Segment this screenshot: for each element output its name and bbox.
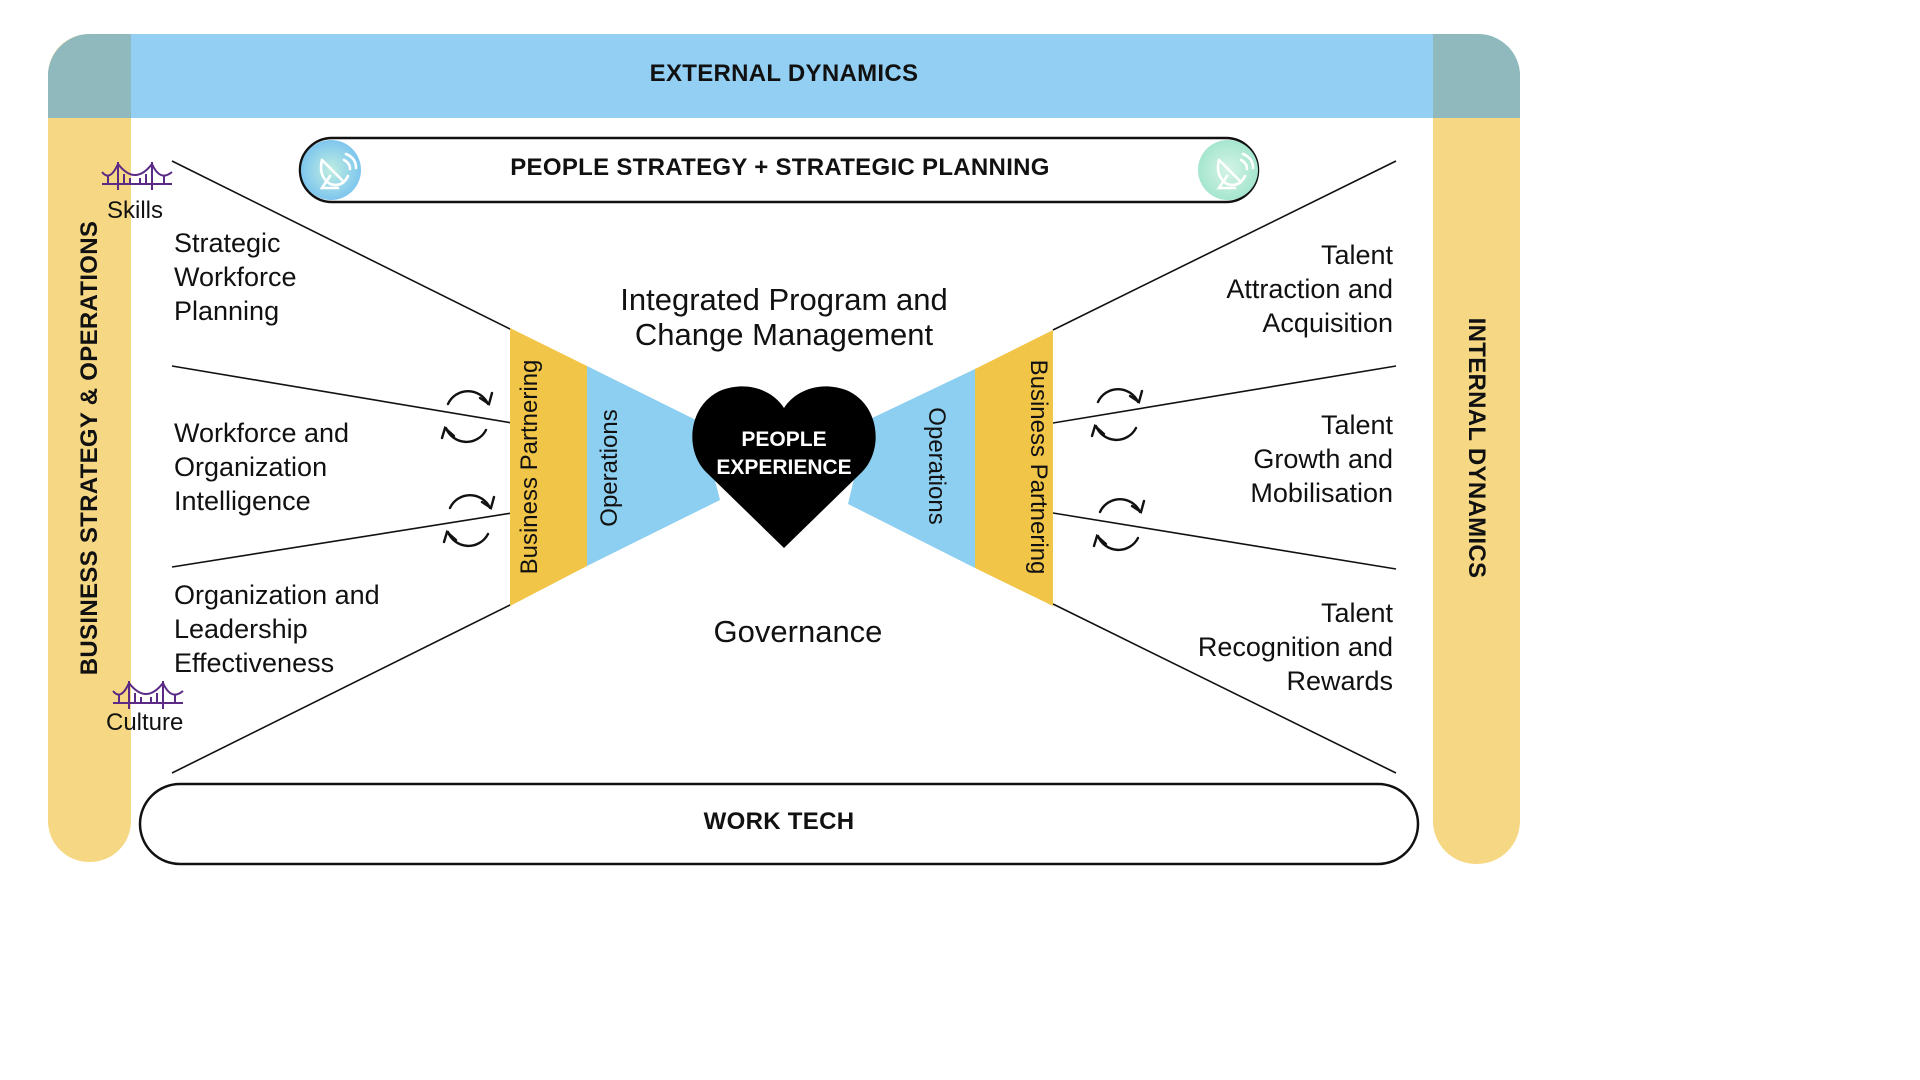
right-operations-label: Operations [923, 407, 950, 525]
refresh-cycle-icon [440, 390, 494, 444]
right-business-partnering-band [975, 330, 1053, 606]
refresh-cycle-icon [442, 494, 496, 548]
right-operations-band [848, 369, 975, 568]
diagram-canvas: EXTERNAL DYNAMICS BUSINESS STRATEGY & OP… [48, 34, 1520, 866]
left-business-partnering-label: Business Partnering [516, 359, 543, 575]
strategy-bar [298, 136, 1260, 204]
left-fan-lines [171, 160, 513, 774]
left-operations-band [587, 366, 720, 566]
top-right-overlap [1433, 34, 1520, 118]
people-experience-label: PEOPLE EXPERIENCE [716, 428, 852, 479]
right-business-partnering-label: Business Partnering [1025, 359, 1052, 575]
strategy-bar-label: PEOPLE STRATEGY + STRATEGIC PLANNING [510, 154, 1050, 181]
right-item: Talent Growth and Mobilisation [1250, 410, 1393, 508]
left-business-partnering-band [510, 328, 587, 606]
bridge-icon [101, 162, 173, 190]
people-experience-heart [692, 386, 876, 548]
top-band [48, 34, 1520, 118]
right-fan-lines [1052, 160, 1397, 774]
left-item: Organization and Leadership Effectivenes… [174, 580, 380, 678]
governance-label: Governance [713, 614, 883, 649]
refresh-cycle-icon [1090, 388, 1144, 442]
right-item: Talent Attraction and Acquisition [1226, 240, 1393, 338]
top-left-overlap [48, 34, 131, 118]
business-strategy-title: BUSINESS STRATEGY & OPERATIONS [76, 220, 103, 676]
external-dynamics-title: EXTERNAL DYNAMICS [649, 60, 919, 87]
culture-label: Culture [106, 709, 184, 736]
right-item: Talent Recognition and Rewards [1197, 598, 1393, 696]
left-item: Workforce and Organization Intelligence [174, 418, 350, 516]
internal-dynamics-title: INTERNAL DYNAMICS [1463, 317, 1490, 579]
refresh-cycle-icon [1092, 498, 1146, 552]
bridge-icon [112, 681, 184, 709]
left-item: Strategic Workforce Planning [174, 228, 297, 326]
skills-label: Skills [107, 197, 164, 224]
worktech-bar [138, 782, 1420, 866]
left-band [48, 34, 131, 862]
integrated-program-label: Integrated Program and Change Management [620, 282, 948, 352]
work-tech-title: WORK TECH [703, 808, 855, 835]
left-operations-label: Operations [596, 409, 623, 527]
right-band [1433, 34, 1520, 864]
